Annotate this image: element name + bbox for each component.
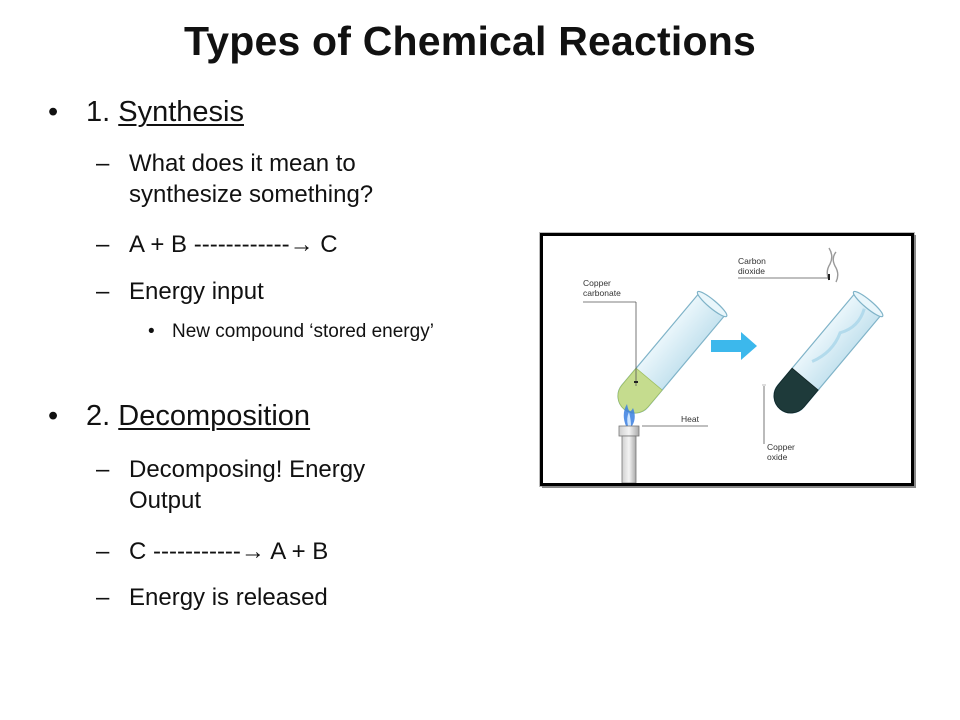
decomposition-point-text: Decomposing! Energy Output bbox=[129, 456, 366, 514]
decomposition-point-text: Energy is released bbox=[129, 584, 328, 611]
synthesis-point-text: Energy input bbox=[129, 278, 264, 305]
left-test-tube bbox=[617, 290, 728, 414]
copper-oxide-fill bbox=[773, 367, 819, 414]
label-carbon-dioxide-1: Carbon bbox=[738, 256, 766, 266]
label-carbon-dioxide-2: dioxide bbox=[738, 266, 765, 276]
section-number: 1. bbox=[86, 96, 119, 128]
label-heat: Heat bbox=[681, 414, 700, 424]
dash-icon: – bbox=[96, 150, 110, 177]
synthesis-subpoint-text: New compound ‘stored energy’ bbox=[172, 321, 434, 342]
reaction-illustration: Copper carbonate Heat Carbon dioxide Cop… bbox=[540, 233, 914, 486]
dash-icon: – bbox=[96, 456, 110, 483]
dash-icon: – bbox=[96, 231, 110, 258]
bullet-icon: • bbox=[148, 321, 155, 342]
dash-icon: – bbox=[96, 278, 110, 305]
synthesis-point-text: What does it mean to synthesize somethin… bbox=[129, 150, 374, 208]
test-tube-diagram: Copper carbonate Heat Carbon dioxide Cop… bbox=[583, 247, 884, 483]
bullet-icon: • bbox=[48, 400, 59, 432]
decomposition-heading: Decomposition bbox=[118, 400, 311, 432]
right-test-tube bbox=[773, 290, 884, 414]
gas-wisps-icon bbox=[826, 247, 839, 283]
dash-icon: – bbox=[96, 538, 110, 565]
slide-title: Types of Chemical Reactions bbox=[184, 18, 756, 64]
section-number: 2. bbox=[86, 400, 119, 432]
decomposition-point-text: C -----------→ A + B bbox=[129, 538, 329, 565]
label-copper-carbonate-1: Copper bbox=[583, 278, 611, 288]
dash-icon: – bbox=[96, 584, 110, 611]
synthesis-point-text: A + B ------------→ C bbox=[129, 231, 338, 258]
reaction-arrow-icon bbox=[711, 332, 757, 360]
label-copper-carbonate-2: carbonate bbox=[583, 288, 621, 298]
label-copper-oxide-2: oxide bbox=[767, 452, 788, 462]
bunsen-burner-icon bbox=[618, 404, 640, 483]
label-copper-oxide-1: Copper bbox=[767, 442, 795, 452]
synthesis-heading: Synthesis bbox=[118, 96, 244, 128]
bullet-icon: • bbox=[48, 96, 59, 128]
